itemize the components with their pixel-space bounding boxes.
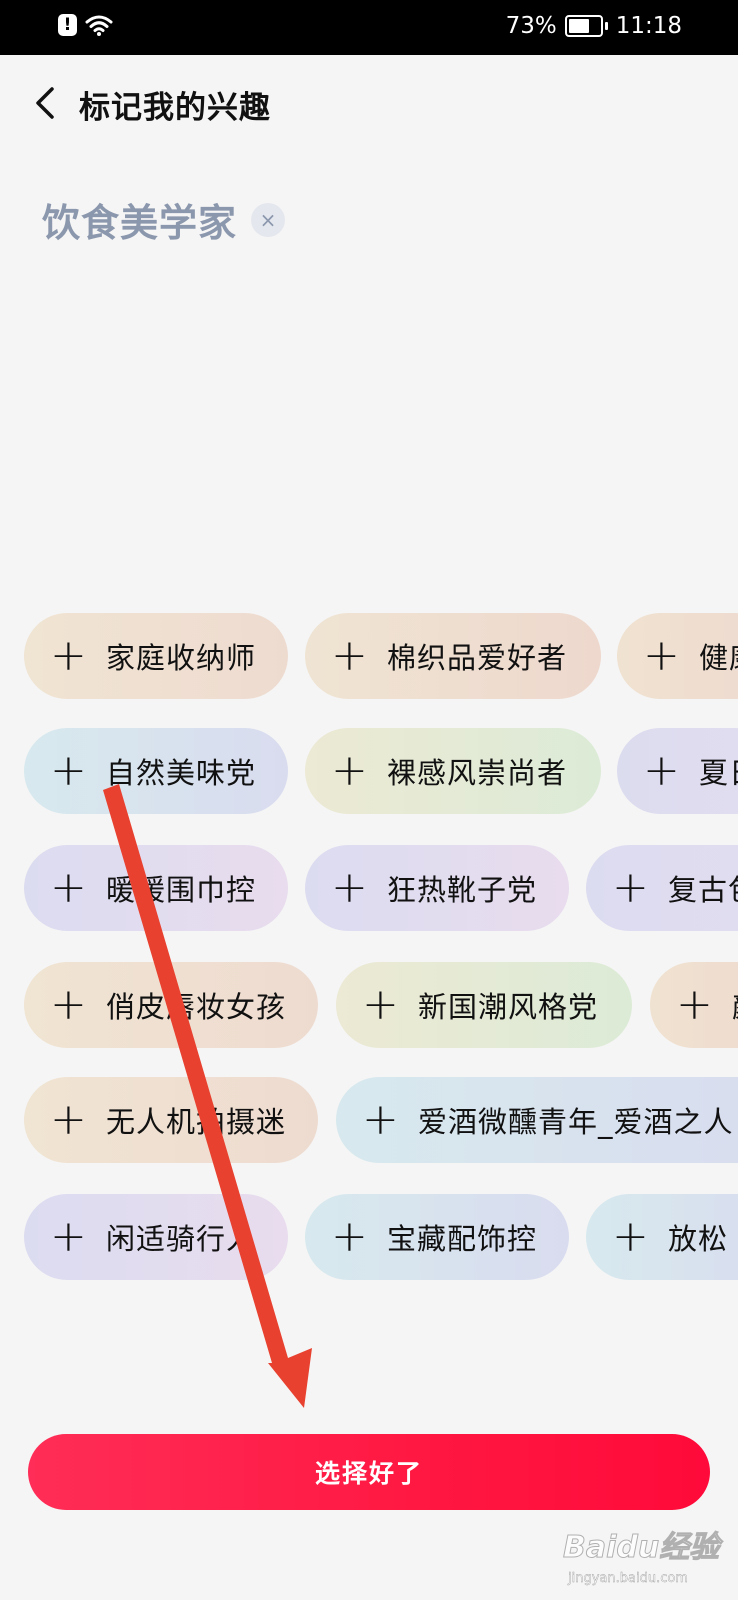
interest-tag-label: 狂热靴子党 [387, 873, 538, 907]
clock: 11:18 [615, 13, 682, 39]
interest-tag-chip[interactable]: + 自然美味党 [24, 728, 288, 814]
selected-interest-tag: 饮食美学家 × [42, 192, 286, 247]
interest-tag-chip[interactable]: + 宝藏配饰控 [305, 1194, 569, 1280]
interest-tag-label: 新国潮风格党 [418, 990, 599, 1024]
interest-tag-chip[interactable]: +颜 [650, 962, 738, 1048]
interest-tag-chip[interactable]: + 闲适骑行人 [24, 1194, 288, 1280]
interest-tag-chip[interactable]: + 裸感风崇尚者 [305, 728, 601, 814]
interest-tag-label: 家庭收纳师 [106, 641, 257, 675]
interest-tag-label: 颜 [732, 984, 738, 1026]
selected-interest-label: 饮食美学家 [42, 201, 238, 245]
interest-tag-label: 裸感风崇尚者 [387, 756, 568, 790]
wifi-icon [85, 15, 113, 36]
confirm-button[interactable]: 选择好了 [28, 1434, 710, 1510]
plus-icon: + [50, 1211, 87, 1262]
plus-icon: + [612, 1211, 649, 1262]
battery-icon [564, 15, 608, 37]
interest-tag-label: 爱酒微醺青年_爱酒之人 [418, 1105, 734, 1139]
plus-icon: + [362, 1094, 399, 1145]
interest-tag-chip[interactable]: + 爱酒微醺青年_爱酒之人 [336, 1077, 738, 1163]
status-bar: ! 73% 11:18 [0, 0, 738, 55]
interest-tag-label: 宝藏配饰控 [387, 1222, 538, 1256]
interest-tag-label: 自然美味党 [106, 756, 257, 790]
status-icons-left: ! [58, 14, 113, 36]
plus-icon: + [331, 862, 368, 913]
battery-percent: 73% [505, 13, 557, 39]
interest-tag-chip[interactable]: + 家庭收纳师 [24, 613, 288, 699]
interest-tag-label: 夏日 [699, 756, 738, 790]
header: 标记我的兴趣 [0, 55, 738, 150]
plus-icon: + [643, 630, 680, 681]
interest-tag-label: 复古包 [668, 873, 738, 907]
interest-tag-label: 无人机拍摄迷 [106, 1105, 287, 1139]
interest-tag-chip[interactable]: + 无人机拍摄迷 [24, 1077, 318, 1163]
plus-icon: + [50, 745, 87, 796]
alert-icon: ! [58, 14, 77, 36]
watermark-text: Baidu经验 [562, 1530, 720, 1566]
interest-tag-label: 放松 [668, 1222, 729, 1256]
interest-tag-chip[interactable]: + 暖暖围巾控 [24, 845, 288, 931]
interest-tag-chip[interactable]: + 新国潮风格党 [336, 962, 632, 1048]
plus-icon: + [643, 745, 680, 796]
interest-tag-chip[interactable]: + 狂热靴子党 [305, 845, 569, 931]
interest-tag-chip[interactable]: + 复古包 [586, 845, 738, 931]
plus-icon: + [50, 1094, 87, 1145]
plus-icon: + [676, 979, 713, 1030]
plus-icon: + [331, 745, 368, 796]
watermark: Baidu经验 [562, 1522, 720, 1566]
chevron-left-icon[interactable] [28, 81, 64, 125]
interest-tag-chip[interactable]: + 夏日 [617, 728, 738, 814]
plus-icon: + [331, 630, 368, 681]
interest-tag-label: 棉织品爱好者 [387, 641, 568, 675]
plus-icon: + [50, 979, 87, 1030]
watermark-sub: jingyan.baidu.com [568, 1571, 688, 1586]
plus-icon: + [50, 630, 87, 681]
interest-tag-chip[interactable]: + 棉织品爱好者 [305, 613, 601, 699]
plus-icon: + [612, 862, 649, 913]
interest-tag-label: 俏皮唇妆女孩 [106, 990, 287, 1024]
interest-tag-chip[interactable]: + 俏皮唇妆女孩 [24, 962, 318, 1048]
status-icons-right: 73% 11:18 [506, 13, 682, 39]
plus-icon: + [362, 979, 399, 1030]
confirm-button-label: 选择好了 [314, 1459, 423, 1488]
plus-icon: + [331, 1211, 368, 1262]
interest-tag-chip[interactable]: + 放松 [586, 1194, 738, 1280]
interest-tag-label: 健康 [699, 641, 738, 675]
interest-tag-chip[interactable]: + 健康 [617, 613, 738, 699]
page-title: 标记我的兴趣 [79, 90, 271, 126]
remove-icon[interactable]: × [251, 202, 286, 237]
interest-tag-label: 暖暖围巾控 [106, 873, 257, 907]
interest-tag-label: 闲适骑行人 [106, 1222, 257, 1256]
plus-icon: + [50, 862, 87, 913]
